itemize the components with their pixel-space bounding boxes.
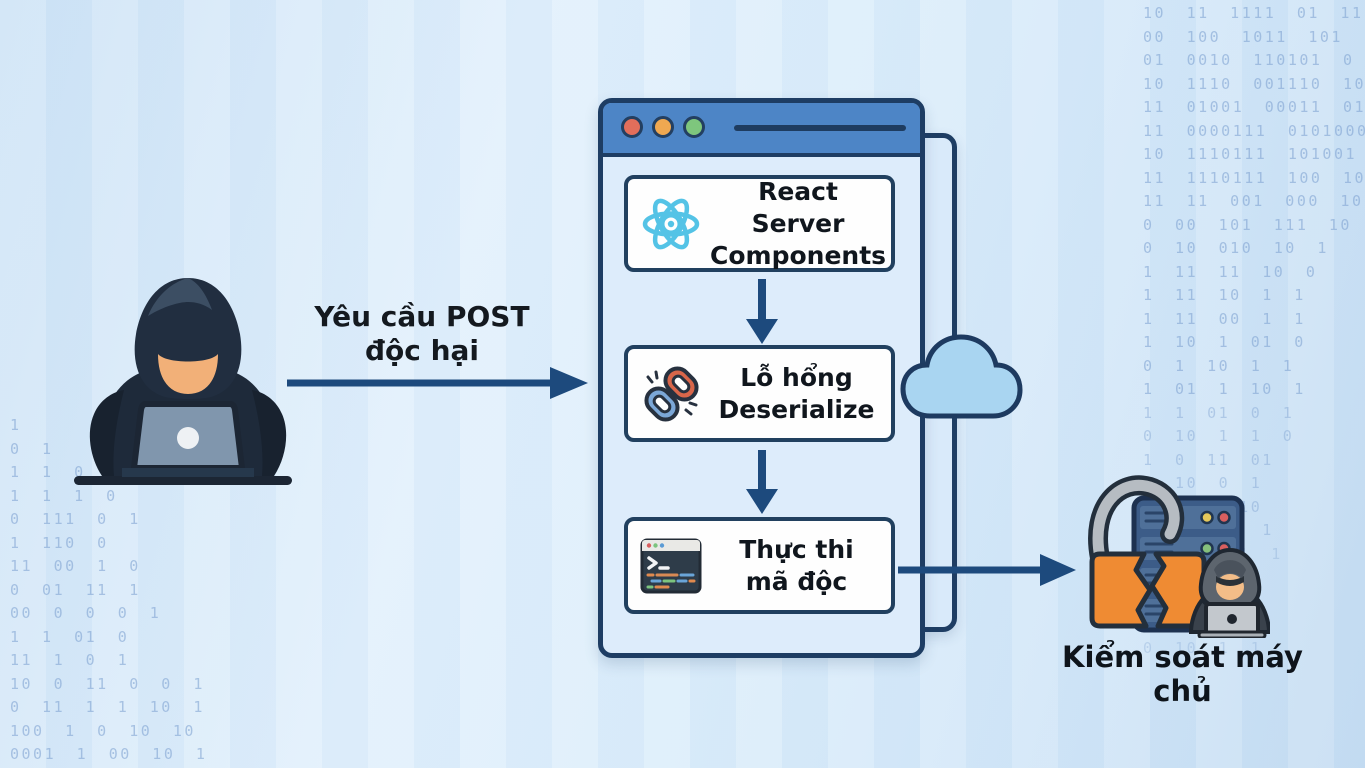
binary-row: 1 1 01 0 1 [1143, 403, 1295, 422]
box2-label-line1: Lỗ hổng [740, 362, 853, 392]
box1-label-line2: Components [710, 240, 887, 270]
result-caption: Kiểm soát máy chủ [1062, 640, 1303, 708]
box2-label-line2: Deserialize [718, 394, 875, 424]
desk-line [74, 476, 292, 485]
binary-row: 1 10 1 01 0 [1143, 333, 1306, 351]
laptop-base [122, 468, 254, 477]
flow-box-deserialize-vulnerability: Lỗ hổng Deserialize [624, 345, 895, 442]
binary-row: 1 11 11 10 0 [1143, 262, 1318, 281]
cloud-icon [900, 334, 1023, 419]
react-logo-icon [638, 195, 704, 253]
binary-row: 10 1110111 101001 [1143, 145, 1358, 163]
binary-row: 00 100 1011 101 11 [1143, 27, 1365, 46]
hood-fold-highlight [148, 278, 212, 316]
binary-row: 0 1 [10, 439, 54, 458]
lock-body-left-half [1089, 551, 1153, 629]
binary-row: 11 11 001 000 10 [1143, 192, 1364, 210]
binary-row: 10 1110 001110 100 1 [1143, 74, 1365, 93]
broken-chain-icon [638, 363, 704, 425]
terminal-icon [638, 537, 704, 595]
flow-box-react-server-components: React Server Components [624, 175, 895, 272]
request-arrowhead [550, 367, 588, 399]
binary-pattern-left: 1 0 1 1 1 0 1 1 1 0 0 111 0 1 1 110 0 11 00 1 … [10, 414, 208, 768]
attacker-hacker-illustration [74, 278, 292, 485]
server-led-yellow [1200, 510, 1214, 525]
traffic-light-close-icon [621, 116, 643, 138]
binary-row: 1 [10, 416, 22, 434]
binary-row: 0 1 10 1 1 [1143, 356, 1295, 375]
binary-row: 11 1 0 1 [10, 651, 130, 669]
binary-row: 0 10 1 1 [1143, 638, 1263, 657]
binary-row: 0 00 101 111 10 [1143, 215, 1352, 234]
traffic-light-maximize-icon [683, 116, 705, 138]
break-sparks [646, 370, 698, 415]
request-arrow-label: Yêu cầu POST độc hại [312, 300, 532, 368]
binary-row: 10 0 11 0 0 1 [10, 674, 205, 693]
binary-row: 100 1 0 10 10 [10, 721, 196, 740]
box3-label-line1: Thực thi [739, 534, 854, 564]
binary-row: 0 01 11 1 [10, 580, 141, 599]
binary-row: 1 11 00 1 1 [1143, 309, 1306, 328]
hacker-face [158, 354, 218, 394]
binary-row: 01 0010 110101 0 100 [1143, 51, 1355, 69]
binary-row: 11 00 1 0 [10, 557, 141, 575]
traffic-light-minimize-icon [652, 116, 674, 138]
binary-row: 0 10 1 1 0 [1143, 427, 1295, 445]
browser-window: React Server Components [598, 98, 925, 658]
flow-box-label: Lỗ hổng Deserialize [710, 362, 883, 426]
binary-row: 1 1 0 [10, 463, 86, 481]
binary-row: 00 0 0 0 1 [10, 604, 162, 622]
binary-row: 1 1 01 0 [10, 627, 130, 646]
box3-label-line2: mã độc [745, 566, 848, 596]
binary-row: 0 111 0 1 [10, 510, 141, 528]
compromised-server-illustration [1088, 475, 1270, 638]
box1-label-line1: React Server [751, 176, 845, 238]
flow-box-code-execution: Thực thi mã độc [624, 517, 895, 614]
binary-row: 0001 1 00 10 1 [10, 745, 208, 763]
request-label-line1: Yêu cầu POST [314, 300, 530, 333]
binary-row: 1 110 0 [10, 533, 109, 552]
binary-row: 1 11 10 1 1 [1143, 286, 1306, 304]
binary-row: 10 11 1111 01 11 [1143, 4, 1364, 22]
hacker-left-arm [89, 390, 124, 476]
binary-row: 11 01001 00011 011 [1143, 98, 1365, 116]
server-led-red [1217, 510, 1231, 525]
flow-box-label: React Server Components [710, 176, 886, 272]
binary-row: 0 10 010 10 1 [1143, 239, 1329, 257]
laptop-logo [177, 427, 199, 449]
intruder-hacker-icon [1188, 547, 1270, 638]
request-label-line2: độc hại [364, 334, 480, 367]
hacker-right-arm [252, 390, 287, 476]
binary-row: 0 11 1 1 10 1 [10, 698, 205, 716]
flow-box-label: Thực thi mã độc [710, 534, 883, 598]
binary-row: 1 0 11 01 [1143, 450, 1274, 469]
browser-titlebar [603, 103, 920, 157]
binary-row: 1 1 1 0 [10, 486, 118, 505]
server-led-green [1200, 541, 1214, 556]
binary-row: 11 1110111 100 10 [1143, 168, 1365, 187]
url-bar-line [734, 125, 906, 131]
binary-row: 1 01 1 10 1 [1143, 380, 1306, 398]
binary-row: 11 0000111 0101000 [1143, 121, 1365, 140]
